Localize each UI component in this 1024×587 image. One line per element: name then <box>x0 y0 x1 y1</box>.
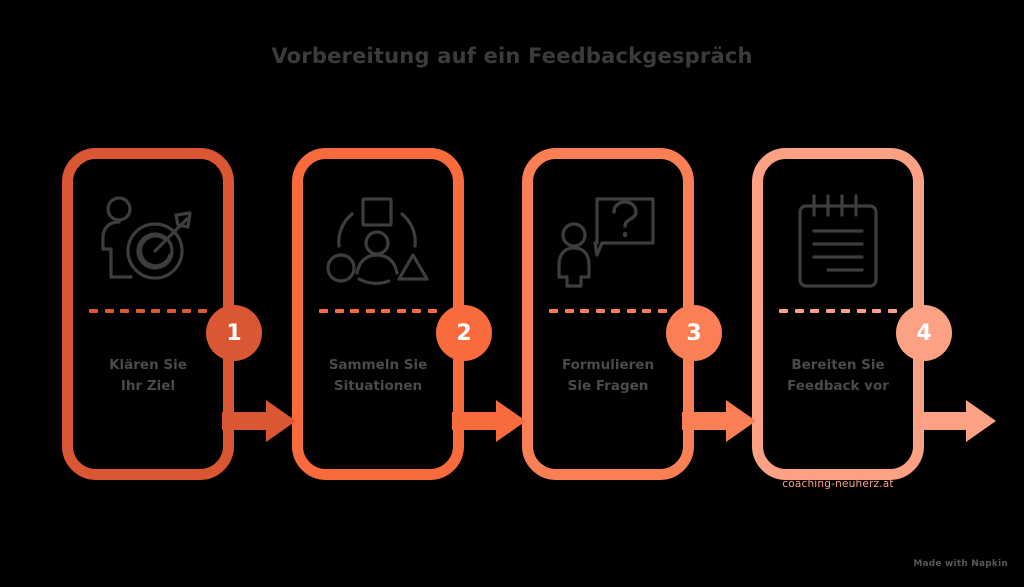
step-card-1[interactable]: Klären Sie Ihr Ziel <box>62 148 234 480</box>
person-shapes-circle-icon <box>323 191 433 295</box>
step-card-4-label-line2: Feedback vor <box>787 377 889 394</box>
step-card-2-label-line1: Sammeln Sie <box>328 357 428 373</box>
step-badge-3: 3 <box>666 305 722 361</box>
flow-arrow-3 <box>682 400 756 442</box>
step-card-2-label-line2: Situationen <box>333 377 423 394</box>
step-card-2-content: Sammeln Sie Situationen <box>303 159 453 469</box>
flow-arrow-4 <box>922 400 996 442</box>
notepad-lines-icon <box>783 191 893 295</box>
step-card-4-label: Bereiten Sie Feedback vor <box>763 355 913 397</box>
step-card-1-divider <box>89 309 207 313</box>
step-card-3[interactable]: Formulieren Sie Fragen <box>522 148 694 480</box>
step-badge-4: 4 <box>896 305 952 361</box>
step-card-3-label: Formulieren Sie Fragen <box>533 355 683 397</box>
step-card-1-label: Klären Sie Ihr Ziel <box>73 355 223 397</box>
step-card-3-content: Formulieren Sie Fragen <box>533 159 683 469</box>
step-card-1-content: Klären Sie Ihr Ziel <box>73 159 223 469</box>
site-watermark: coaching-neuherz.at <box>782 478 894 490</box>
step-card-4[interactable]: Bereiten Sie Feedback vor <box>752 148 924 480</box>
step-badge-2: 2 <box>436 305 492 361</box>
step-card-4-divider <box>779 309 897 313</box>
page-title: Vorbereitung auf ein Feedbackgespräch <box>271 44 753 68</box>
step-card-4-content: Bereiten Sie Feedback vor <box>763 159 913 469</box>
step-card-2-divider <box>319 309 437 313</box>
brand-watermark: Made with Napkin <box>913 559 1008 569</box>
step-card-1-label-line1: Klären Sie <box>109 357 187 373</box>
step-card-2-label: Sammeln Sie Situationen <box>303 355 453 397</box>
step-badge-1: 1 <box>206 305 262 361</box>
step-card-4-label-line1: Bereiten Sie <box>791 357 885 373</box>
flow-arrow-2 <box>452 400 526 442</box>
person-question-speech-bubble-icon <box>553 191 663 295</box>
person-target-arrow-icon <box>93 191 203 295</box>
step-card-3-divider <box>549 309 667 313</box>
step-card-3-label-line2: Sie Fragen <box>567 377 649 394</box>
step-card-2[interactable]: Sammeln Sie Situationen <box>292 148 464 480</box>
step-card-1-label-line2: Ihr Ziel <box>120 377 176 394</box>
flow-arrow-1 <box>222 400 296 442</box>
step-card-3-label-line1: Formulieren <box>561 357 655 373</box>
